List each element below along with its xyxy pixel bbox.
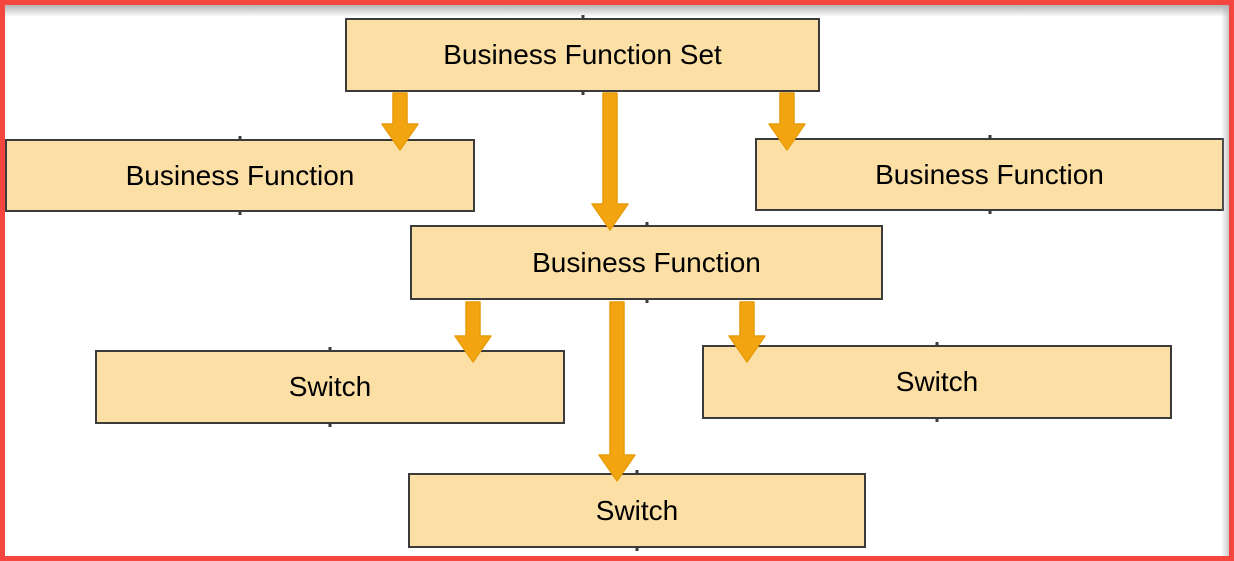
- arrow-center-to-switch-bottom-icon: [598, 301, 636, 482]
- inner-shadow-right: [1221, 5, 1229, 556]
- node-business-function-right: Business Function: [755, 138, 1224, 211]
- node-business-function-center: Business Function: [410, 225, 883, 300]
- inner-shadow-top: [5, 5, 1229, 17]
- node-switch-right: Switch: [702, 345, 1172, 419]
- node-label: Business Function: [125, 159, 355, 191]
- node-business-function-left: Business Function: [5, 139, 475, 212]
- node-label: Switch: [895, 366, 979, 397]
- arrow-set-to-center-icon: [591, 92, 629, 231]
- node-label: Switch: [288, 371, 372, 402]
- node-switch-left: Switch: [95, 350, 565, 424]
- node-business-function-set: Business Function Set: [345, 18, 820, 92]
- node-switch-bottom: Switch: [408, 473, 866, 548]
- node-label: Business Function: [532, 246, 761, 278]
- node-label: Switch: [595, 494, 679, 526]
- node-label: Business Function: [875, 158, 1104, 190]
- node-label: Business Function Set: [443, 39, 722, 70]
